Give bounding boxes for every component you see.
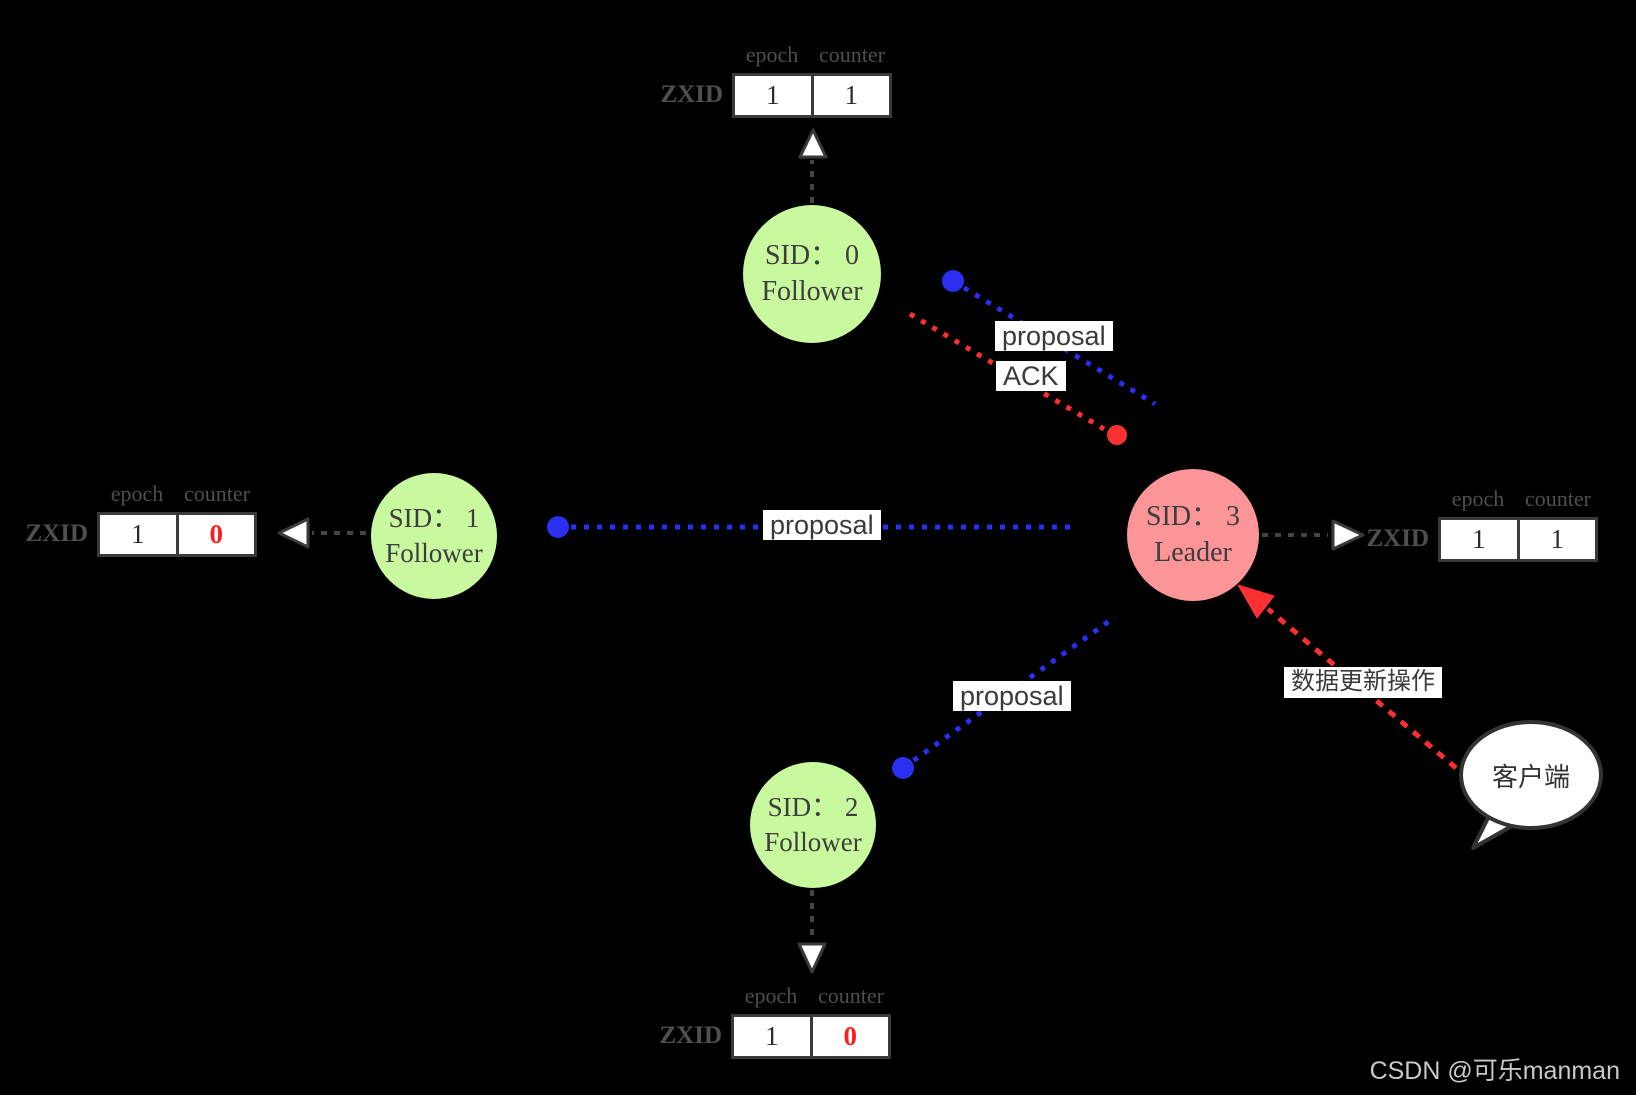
- zxid-row-label: ZXID: [659, 1022, 722, 1049]
- epoch-value: 1: [1441, 520, 1517, 559]
- zxid-headers: epoch counter: [732, 42, 892, 68]
- node-follower-2: SID： 2 Follower: [750, 762, 876, 888]
- ack-dot: [1107, 425, 1127, 445]
- zxid-table-leader: epoch counter 1 1 ZXID: [1366, 486, 1598, 562]
- zxid-row-label: ZXID: [25, 520, 88, 547]
- node-leader: SID： 3 Leader: [1127, 469, 1259, 601]
- data-update-label: 数据更新操作: [1284, 667, 1442, 698]
- counter-value: 0: [175, 515, 254, 554]
- arrowhead-left-icon: [277, 517, 310, 549]
- epoch-value: 1: [734, 1017, 810, 1056]
- zxid-cells: 1 1: [1438, 517, 1598, 562]
- arrowhead-down-icon: [797, 942, 827, 974]
- node-follower-0: SID： 0 Follower: [743, 205, 881, 343]
- zxid-cells: 1 0: [731, 1014, 891, 1059]
- counter-header: counter: [1525, 486, 1591, 511]
- node-sid: SID： 0: [764, 239, 860, 271]
- proposal-dot-middle: [547, 516, 569, 538]
- zxid-table-follower-0: epoch counter 1 1 ZXID: [660, 42, 892, 118]
- epoch-header: epoch: [1451, 486, 1505, 511]
- node-sid: SID： 3: [1145, 500, 1241, 532]
- node-sid: SID： 2: [767, 791, 859, 822]
- node-role: Leader: [1154, 537, 1232, 568]
- counter-value: 0: [809, 1017, 888, 1056]
- proposal-label-middle: proposal: [763, 510, 881, 541]
- arrowhead-up-icon: [798, 128, 828, 159]
- zxid-row-label: ZXID: [660, 81, 723, 108]
- epoch-header: epoch: [110, 481, 164, 506]
- counter-header: counter: [818, 983, 884, 1008]
- proposal-dot-top: [942, 270, 964, 292]
- node-sid: SID： 1: [388, 502, 480, 533]
- zxid-headers: epoch counter: [731, 983, 891, 1009]
- watermark: CSDN @可乐manman: [1369, 1057, 1620, 1085]
- counter-header: counter: [184, 481, 250, 506]
- zxid-table-follower-1: epoch counter 1 0 ZXID: [25, 481, 257, 557]
- zxid-headers: epoch counter: [1438, 486, 1598, 512]
- counter-value: 1: [810, 76, 889, 115]
- arrowhead-right-icon: [1331, 519, 1365, 551]
- proposal-dot-bottom: [892, 757, 914, 779]
- zxid-row-label: ZXID: [1366, 525, 1429, 552]
- counter-header: counter: [819, 42, 885, 67]
- zxid-headers: epoch counter: [97, 481, 257, 507]
- counter-value: 1: [1516, 520, 1595, 559]
- zxid-cells: 1 1: [732, 73, 892, 118]
- epoch-value: 1: [735, 76, 811, 115]
- zxid-table-follower-2: epoch counter 1 0 ZXID: [659, 983, 891, 1059]
- node-role: Follower: [761, 276, 863, 307]
- epoch-value: 1: [100, 515, 176, 554]
- proposal-label-top: proposal: [995, 321, 1113, 352]
- node-role: Follower: [385, 538, 483, 568]
- node-follower-1: SID： 1 Follower: [371, 473, 497, 599]
- client-speech-bubble: 客户端: [1459, 720, 1603, 830]
- ack-label: ACK: [996, 361, 1066, 392]
- epoch-header: epoch: [745, 42, 799, 67]
- proposal-label-bottom: proposal: [953, 681, 1071, 712]
- client-label: 客户端: [1491, 761, 1570, 792]
- arrowhead-update-icon: [1237, 584, 1275, 619]
- epoch-header: epoch: [744, 983, 798, 1008]
- zxid-cells: 1 0: [97, 512, 257, 557]
- node-role: Follower: [764, 827, 862, 857]
